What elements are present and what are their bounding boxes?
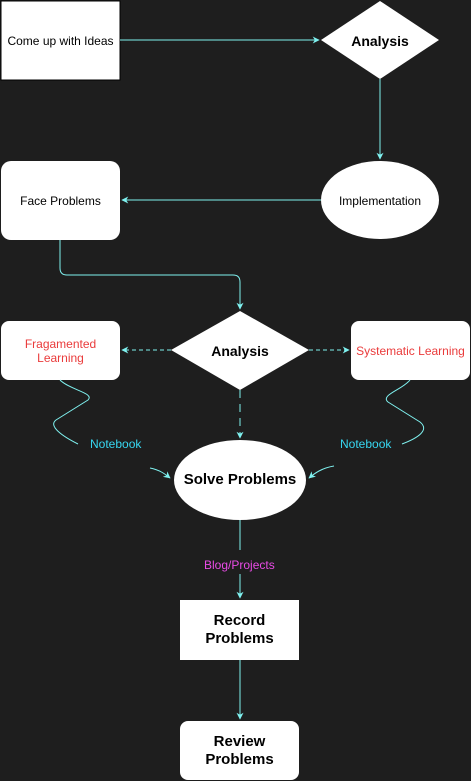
node-systematic-label: Systematic Learning (356, 343, 465, 358)
node-fragmented-shape[interactable] (1, 321, 120, 380)
node-analysis-mid-label: Analysis (211, 342, 269, 359)
node-record-label: Record Problems (205, 612, 274, 647)
node-face-problems-shape[interactable] (1, 161, 120, 240)
edge-systematic-to-solve (309, 379, 425, 478)
edge-face-to-analysis (59, 240, 244, 310)
node-record-shape[interactable] (180, 600, 299, 660)
node-implementation-label: Implementation (338, 193, 422, 208)
node-analysis-mid-shape[interactable] (171, 311, 309, 390)
node-review-shape[interactable] (180, 721, 299, 780)
edge-label-notebook-right: Notebook (339, 437, 393, 451)
node-fragmented-label: Fragamented Learning (24, 336, 97, 365)
node-ideas-label: Come up with Ideas (7, 33, 114, 48)
node-face-problems-label: Face Problems (20, 193, 101, 208)
edge-fragmented-to-solve (53, 379, 170, 478)
node-implementation-shape[interactable] (321, 161, 439, 239)
node-solve-label: Solve Problems (183, 471, 297, 488)
node-review-label: Review Problems (205, 732, 274, 768)
edge-label-blog-projects: Blog/Projects (203, 558, 276, 572)
node-ideas-shape[interactable] (0, 0, 121, 81)
node-systematic-shape[interactable] (351, 321, 470, 380)
node-analysis-top-label: Analysis (351, 32, 409, 49)
node-analysis-top-shape[interactable] (321, 1, 439, 79)
edge-label-notebook-left: Notebook (89, 437, 143, 451)
node-solve-shape[interactable] (174, 440, 306, 520)
